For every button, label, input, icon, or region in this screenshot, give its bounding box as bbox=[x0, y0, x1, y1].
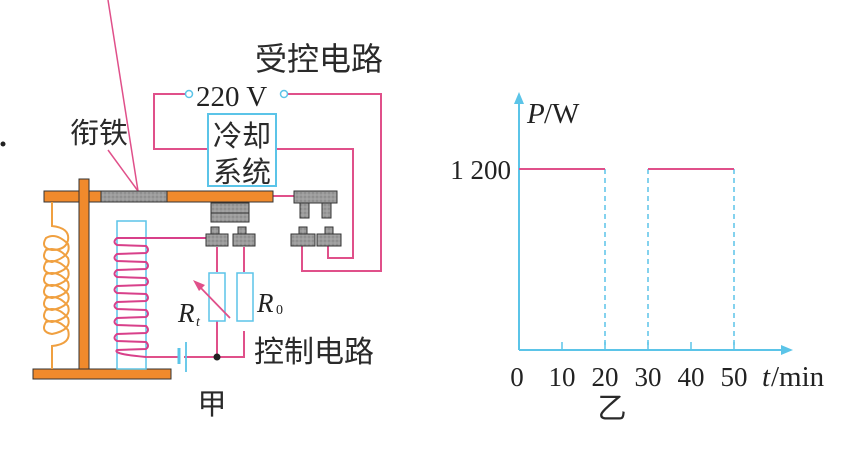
y-axis-unit: /W bbox=[544, 98, 580, 130]
x-axis-var: t bbox=[762, 361, 771, 393]
x-tick-label: 40 bbox=[678, 362, 705, 392]
figure-jia-caption: 甲 bbox=[197, 387, 226, 421]
x-axis-arrow bbox=[781, 345, 793, 355]
chart-marks bbox=[519, 168, 735, 350]
control-fixed-contacts bbox=[205, 226, 256, 247]
voltage-label: 220 V bbox=[196, 81, 267, 113]
coil-windings bbox=[113, 237, 210, 358]
question-bullet bbox=[0, 141, 6, 147]
controlled-circuit-label: 受控电路 bbox=[255, 40, 383, 78]
resistor-r0 bbox=[236, 272, 254, 322]
armature-label: 衔铁 bbox=[70, 116, 128, 150]
thermistor-arrowhead bbox=[193, 280, 205, 291]
terminal-left bbox=[184, 89, 194, 99]
lever-right bbox=[166, 190, 274, 203]
x-axis-unit: /min bbox=[771, 361, 825, 393]
r0-label: R bbox=[256, 288, 274, 318]
x-tick-label: 10 bbox=[549, 362, 576, 392]
cooling-system-box bbox=[207, 113, 277, 187]
moving-contact-lower bbox=[210, 212, 250, 223]
x-tick-label: 0 bbox=[510, 362, 524, 392]
x-tick-label: 20 bbox=[592, 362, 619, 392]
x-tick-label: 30 bbox=[635, 362, 662, 392]
figure-yi-caption: 乙 bbox=[597, 391, 626, 425]
terminal-right bbox=[279, 89, 289, 99]
rt-subscript: t bbox=[196, 315, 201, 330]
r0-subscript: 0 bbox=[276, 303, 283, 318]
chart-axes bbox=[514, 92, 793, 355]
thermistor-arrow bbox=[197, 284, 231, 319]
rt-label: R bbox=[177, 298, 195, 328]
spring bbox=[43, 202, 70, 369]
cooling-system-label-1: 冷却 bbox=[213, 119, 271, 153]
cooling-system-label-2: 系统 bbox=[213, 155, 271, 189]
armature-pointer-line bbox=[107, 149, 139, 192]
controlled-circuit-wires bbox=[153, 93, 382, 272]
base-plate bbox=[32, 368, 172, 380]
junction-dot bbox=[213, 353, 221, 361]
y-tick-label: 1 200 bbox=[450, 155, 511, 185]
armature-pointer bbox=[107, 0, 139, 192]
control-circuit-wires bbox=[146, 247, 245, 358]
control-circuit-label: 控制电路 bbox=[254, 335, 374, 370]
y-axis-arrow bbox=[514, 92, 524, 104]
y-axis-var: P bbox=[526, 98, 545, 130]
x-tick-label: 50 bbox=[721, 362, 748, 392]
controlled-fixed-contacts bbox=[290, 226, 342, 247]
chart-labels: P /W t /min 乙 0 10 20 30 40 50 1 200 bbox=[450, 98, 824, 425]
bridge-contact bbox=[293, 190, 338, 219]
